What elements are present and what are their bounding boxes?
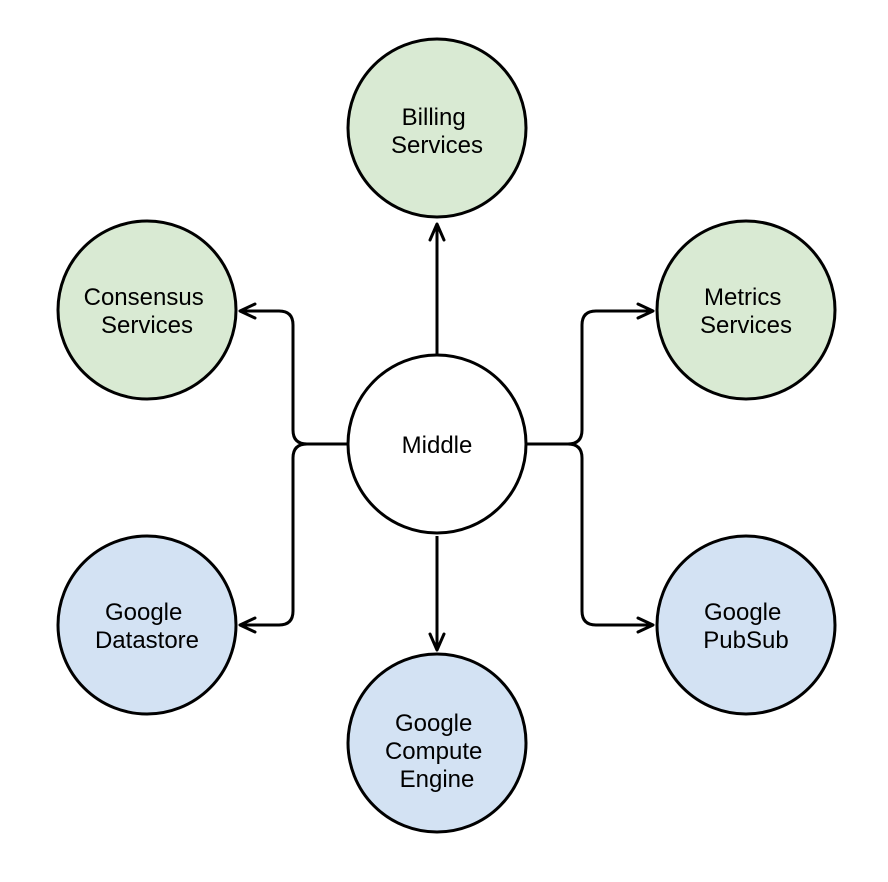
- node-google-datastore: Google Datastore: [56, 534, 238, 716]
- node-middle-circle: [346, 353, 528, 535]
- arrowhead-datastore: [238, 616, 257, 634]
- node-datastore-line-2: Datastore: [95, 627, 199, 654]
- edge-middle-pubsub: [567, 442, 653, 627]
- arrowhead-consensus: [238, 302, 257, 320]
- node-google-pubsub: Google PubSub: [655, 534, 837, 716]
- node-compute-label: Google Compute Engine: [385, 710, 489, 793]
- node-pubsub-line-2: PubSub: [703, 627, 788, 654]
- edge-middle-metrics: [527, 309, 653, 446]
- node-billing-circle: [346, 37, 528, 219]
- node-google-compute-engine: Google Compute Engine: [346, 652, 528, 834]
- node-metrics-services: Metrics Services: [655, 219, 837, 401]
- node-consensus-services: Consensus Services: [56, 219, 238, 401]
- node-metrics-label: Metrics Services: [700, 284, 792, 339]
- node-pubsub-line-1: Google: [704, 599, 781, 626]
- edge-middle-consensus: [240, 309, 348, 446]
- node-middle-label: Middle: [402, 432, 473, 459]
- node-middle: Middle: [346, 353, 528, 535]
- node-consensus-line-2: Services: [101, 312, 193, 339]
- connectors: [238, 222, 655, 652]
- node-datastore-label: Google Datastore: [95, 599, 199, 654]
- arrowhead-metrics: [636, 302, 655, 320]
- node-pubsub-label: Google PubSub: [703, 599, 788, 654]
- node-billing-line-2: Services: [391, 132, 483, 159]
- node-pubsub-circle: [655, 534, 837, 716]
- arrowhead-pubsub: [636, 616, 655, 634]
- node-consensus-line-1: Consensus: [84, 284, 204, 311]
- arrowhead-billing: [428, 222, 446, 242]
- node-consensus-label: Consensus Services: [84, 284, 211, 339]
- node-datastore-circle: [56, 534, 238, 716]
- node-billing-services: Billing Services: [346, 37, 528, 219]
- node-consensus-circle: [56, 219, 238, 401]
- node-compute-circle: [346, 652, 528, 834]
- arrowhead-compute: [428, 632, 446, 652]
- node-metrics-line-2: Services: [700, 312, 792, 339]
- node-compute-line-2: Compute: [385, 738, 482, 765]
- node-metrics-circle: [655, 219, 837, 401]
- node-billing-line-1: Billing: [402, 104, 466, 131]
- node-compute-line-3: Engine: [400, 766, 475, 793]
- edge-middle-datastore: [240, 442, 308, 627]
- node-metrics-line-1: Metrics: [704, 284, 781, 311]
- node-compute-line-1: Google: [395, 710, 472, 737]
- node-billing-label: Billing Services: [391, 104, 483, 159]
- node-datastore-line-1: Google: [105, 599, 182, 626]
